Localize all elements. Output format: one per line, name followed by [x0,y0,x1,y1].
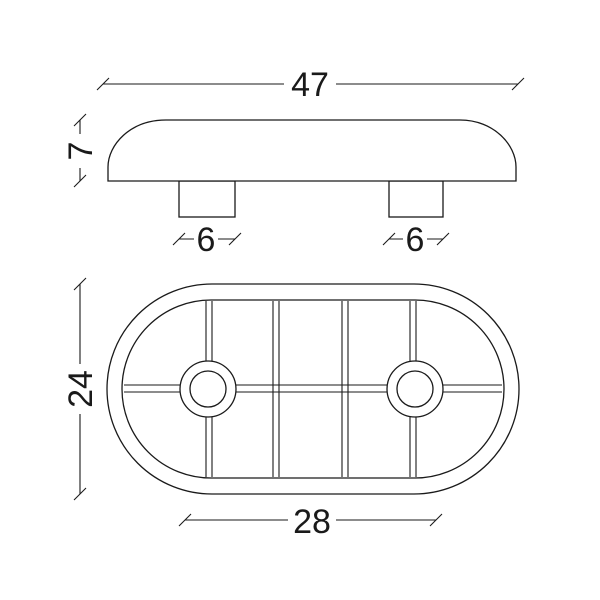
dimension-label-28: 28 [293,503,331,541]
inner-rim [121,299,505,479]
dimension-label-24: 24 [62,370,100,408]
dimension-width: 24 [62,277,100,501]
top-view [106,283,520,495]
left-boss [179,360,237,418]
side-view [107,119,517,218]
dimension-left-leg: 6 [172,221,242,259]
dimension-label-7: 7 [62,142,100,161]
rib-grid [124,301,502,477]
right-leg [388,180,444,218]
right-boss [386,360,444,418]
dimension-right-leg: 6 [382,221,450,259]
side-body [107,119,517,182]
dimension-label-47: 47 [291,66,329,104]
dimension-leg-spacing: 28 [178,503,443,541]
dimension-overall-length: 47 [96,66,525,104]
outer-rim [106,283,520,495]
dimension-label-6-right: 6 [406,221,425,259]
dimension-height: 7 [62,113,100,188]
left-leg [178,180,236,218]
dimension-label-6-left: 6 [197,221,216,259]
